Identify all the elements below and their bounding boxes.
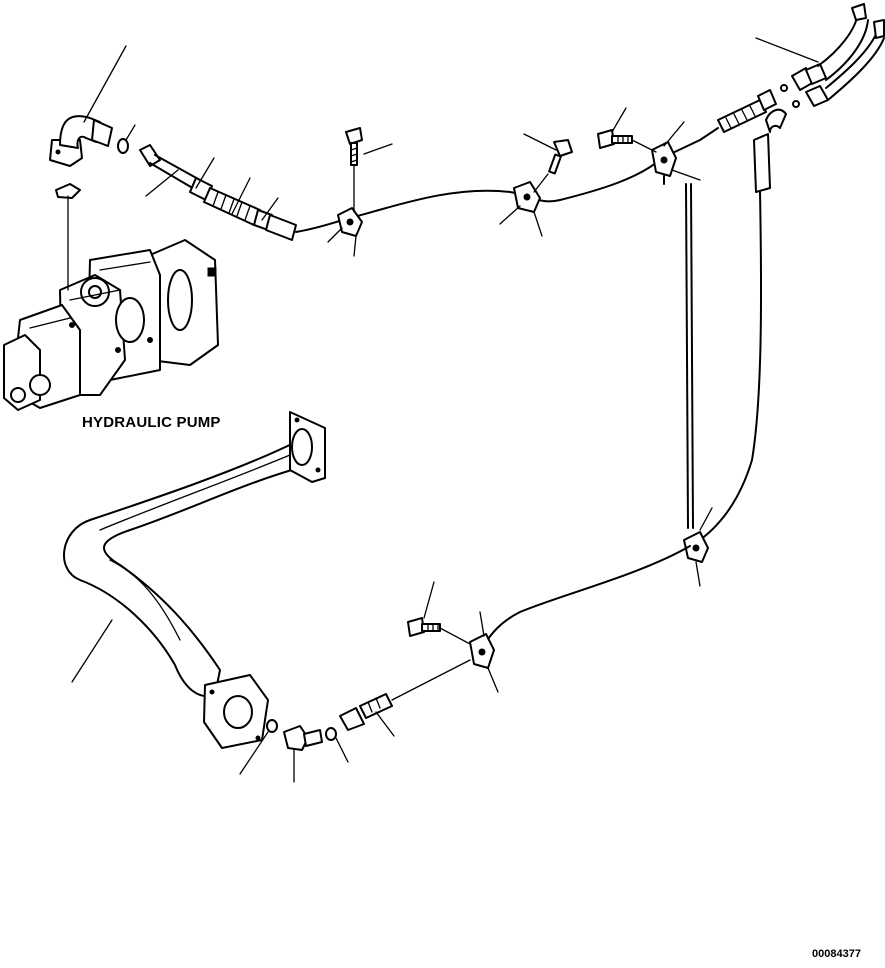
hose-leader-2: [195, 157, 215, 189]
bolt-2-leader: [523, 133, 557, 151]
o-ring-leader: [125, 124, 136, 141]
clamp-4-leader-b: [695, 561, 701, 587]
pipe-top-flange: [289, 411, 326, 483]
bolt-5: [407, 617, 441, 637]
clamp-3: [651, 141, 677, 185]
bolt-3-axis: [631, 139, 657, 153]
bolt-2-axis: [533, 173, 549, 193]
upper-hoses: [791, 3, 885, 107]
clamp-1-leader-a: [327, 227, 343, 243]
lower-o-ring: [325, 727, 337, 741]
hydraulic-pump-label: HYDRAULIC PUMP: [82, 414, 221, 431]
hose-end-left: [717, 89, 777, 133]
o-ring-small: [117, 138, 129, 154]
clamp-3-leader-a: [663, 121, 685, 147]
bolt-3: [597, 129, 633, 149]
pipe-leader-line: [71, 619, 113, 683]
flange-o-ring: [266, 719, 278, 733]
elbow-leader: [83, 45, 127, 123]
hose-leader-4: [261, 197, 279, 221]
clamp-1: [337, 207, 363, 237]
main-tube: [295, 127, 719, 233]
clamp-5: [469, 633, 495, 669]
suction-pipe: [63, 439, 311, 698]
lower-hose-leader: [375, 711, 395, 737]
clamp-2: [513, 181, 541, 213]
clamp-4: [683, 531, 709, 563]
lower-hose-axis: [391, 659, 471, 701]
lower-elbow: [283, 725, 323, 751]
clamp-3-leader-b: [671, 169, 701, 181]
bolt-5-leader: [423, 581, 435, 619]
pipe-bottom-flange: [203, 674, 269, 749]
hydraulic-pump-drawing: [3, 239, 219, 411]
clamp-5-leader-a: [479, 611, 485, 637]
o-rings-upper: [780, 84, 800, 108]
clamp-2-leader-b: [533, 211, 543, 237]
hose-leader-1: [145, 169, 179, 197]
flange-o-ring-leader: [239, 731, 269, 775]
bolt-1: [345, 127, 363, 166]
lower-hose-end: [339, 693, 393, 731]
hose-leader-3: [231, 177, 251, 215]
clamp-4-leader-a: [699, 507, 713, 531]
bolt-2: [548, 139, 573, 175]
vertical-tube-right: [699, 191, 763, 541]
clamp-5-leader-b: [487, 667, 499, 693]
bolt-3-leader: [611, 107, 627, 133]
upper-hose-leader: [755, 37, 819, 63]
elbow-fitting: [49, 115, 113, 167]
lower-tube: [481, 545, 691, 649]
hose-end-right: [753, 108, 787, 193]
clamp-1-leader-b: [353, 235, 357, 257]
clamp-2-leader-a: [499, 205, 521, 225]
vertical-tube-left: [685, 183, 694, 529]
pressure-hose: [139, 144, 297, 241]
bolt-5-axis: [439, 627, 471, 645]
lower-o-ring-leader: [335, 737, 349, 763]
drawing-number: 00084377: [812, 948, 861, 960]
bolt-1-leader: [363, 143, 393, 155]
pump-gasket: [55, 183, 81, 199]
